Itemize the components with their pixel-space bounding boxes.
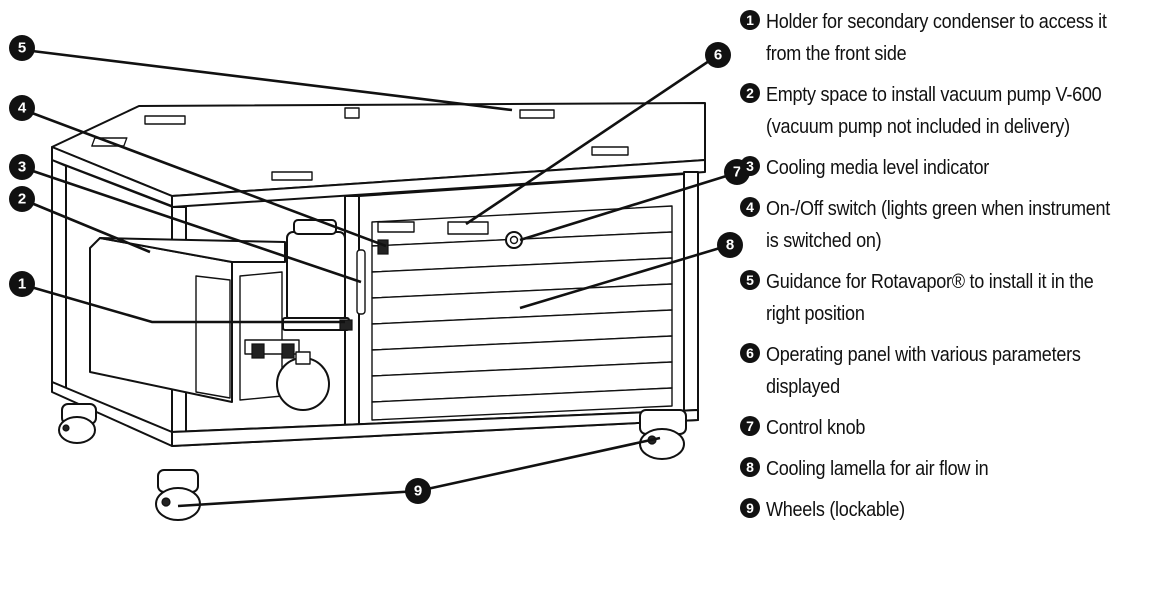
legend-list: 1 Holder for secondary condenser to acce…: [740, 6, 1170, 535]
callout-3: 3: [9, 154, 35, 180]
svg-text:8: 8: [726, 237, 734, 254]
svg-text:4: 4: [18, 100, 27, 117]
legend-number-badge: 7: [740, 416, 760, 436]
legend-text: Empty space to install vacuum pump V-600…: [766, 83, 1102, 138]
cooling-lamella: [371, 205, 673, 421]
wheel-front-left: [155, 469, 201, 521]
legend-text: Holder for secondary condenser to access…: [766, 10, 1107, 65]
legend-text: Cooling media level indicator: [766, 156, 989, 179]
legend-text: Operating panel with various parameters …: [766, 343, 1081, 398]
legend-item-5: 5 Guidance for Rotavapor® to install it …: [740, 266, 1170, 330]
svg-text:3: 3: [18, 159, 26, 176]
legend-number-badge: 4: [740, 197, 760, 217]
callout-4: 4: [9, 95, 35, 121]
legend-text: Control knob: [766, 416, 866, 439]
wheel-front-right: [639, 409, 687, 460]
legend-item-2: 2 Empty space to install vacuum pump V-6…: [740, 79, 1170, 143]
svg-text:6: 6: [714, 47, 722, 64]
callout-6: 6: [705, 42, 731, 68]
svg-text:1: 1: [18, 276, 26, 293]
control-knob: [505, 231, 523, 249]
svg-text:2: 2: [18, 191, 26, 208]
legend-number-badge: 2: [740, 83, 760, 103]
callout-1: 1: [9, 271, 35, 297]
svg-text:9: 9: [414, 483, 422, 500]
pump-space: [89, 237, 286, 403]
legend-text: On-/Off switch (lights green when instru…: [766, 197, 1110, 252]
leader-lines: [23, 48, 737, 508]
secondary-condenser: [244, 219, 353, 411]
callout-2: 2: [9, 186, 35, 212]
legend-item-1: 1 Holder for secondary condenser to acce…: [740, 6, 1170, 70]
legend-item-8: 8 Cooling lamella for air flow in: [740, 453, 1170, 485]
legend-text: Cooling lamella for air flow in: [766, 457, 989, 480]
legend-number-badge: 6: [740, 343, 760, 363]
power-switch: [377, 239, 389, 255]
legend-item-3: 3 Cooling media level indicator: [740, 152, 1170, 184]
callout-9: 9: [405, 478, 431, 504]
legend-number-badge: 8: [740, 457, 760, 477]
legend-item-4: 4 On-/Off switch (lights green when inst…: [740, 193, 1170, 257]
legend-item-9: 9 Wheels (lockable): [740, 494, 1170, 526]
svg-text:5: 5: [18, 40, 26, 57]
callout-5: 5: [9, 35, 35, 61]
legend-item-7: 7 Control knob: [740, 412, 1170, 444]
wheels: [58, 403, 687, 521]
svg-text:7: 7: [733, 164, 741, 181]
chiller-cart-illustration: 5 4 3 2 1 6 7 8 9: [9, 35, 750, 521]
legend-number-badge: 3: [740, 156, 760, 176]
wheel-back-left: [58, 403, 97, 444]
legend-item-6: 6 Operating panel with various parameter…: [740, 339, 1170, 403]
legend-text: Guidance for Rotavapor® to install it in…: [766, 270, 1094, 325]
callout-8: 8: [717, 232, 743, 258]
legend-text: Wheels (lockable): [766, 498, 905, 521]
legend-number-badge: 1: [740, 10, 760, 30]
legend-number-badge: 5: [740, 270, 760, 290]
legend-number-badge: 9: [740, 498, 760, 518]
